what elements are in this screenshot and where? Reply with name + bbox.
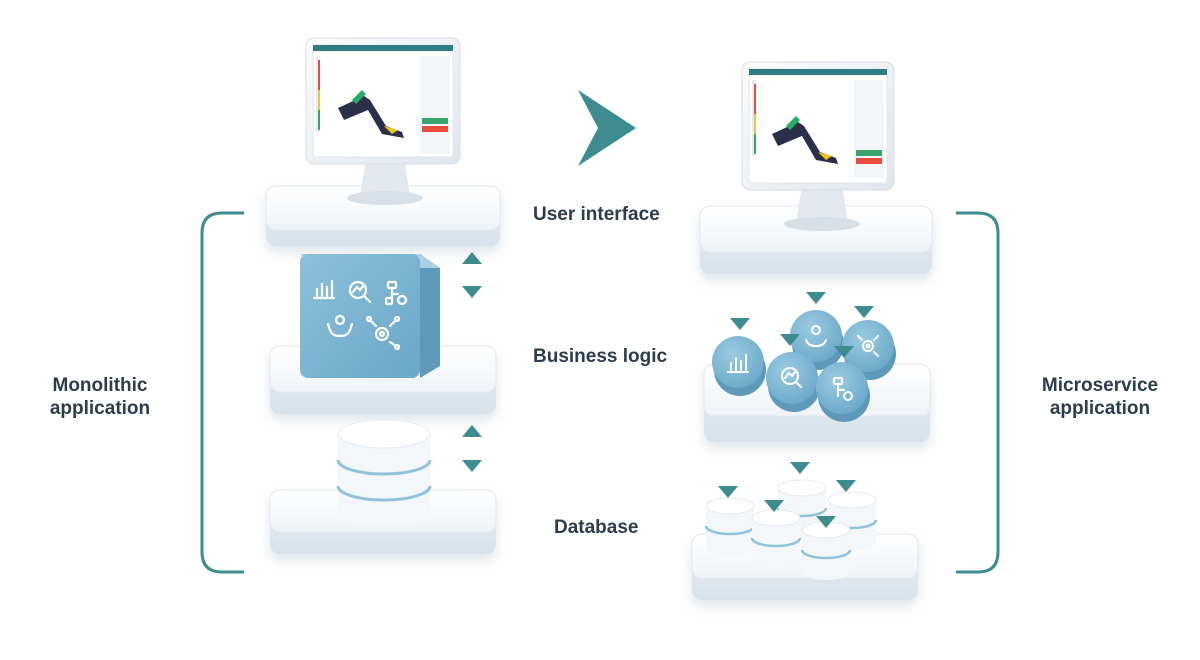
small-database [704,497,756,556]
chevron-down-icon [836,480,856,492]
monolithic-monitor [305,37,461,205]
small-database [800,521,852,580]
monolithic-application-label: Monolithic application [10,374,190,420]
chevron-down-icon [816,516,836,528]
microservice-coins [712,310,896,422]
database-label: Database [554,517,639,538]
monolithic-database [336,419,432,524]
microservice-bracket [956,211,1000,574]
network-gear-icon [857,335,879,357]
microservice-line1: Microservice [1041,375,1159,396]
hand-gear-icon [805,325,827,348]
chevron-up-icon [462,252,482,264]
forward-arrow-icon [578,90,636,166]
microservice-application-label: Microservice application [1010,374,1190,420]
monolithic-ui-platform [265,185,501,246]
small-database [750,509,802,568]
bar-chart-icon [312,279,336,300]
chevron-down-icon [834,346,854,358]
flowchart-gear-icon [384,280,408,306]
microservice-line2: application [1049,398,1151,419]
magnifier-chart-icon [781,367,802,388]
monolithic-bracket [200,211,244,574]
chevron-down-icon [780,334,800,346]
chevron-down-icon [730,318,750,330]
bar-chart-icon [727,354,749,373]
network-gear-icon [365,315,401,351]
flowchart-gear-icon [833,377,853,401]
monolithic-line2: application [49,398,151,419]
magnifier-chart-icon [348,280,372,304]
monolithic-logic-block [300,254,440,378]
hand-gear-icon [326,314,354,338]
monolithic-line1: Monolithic [52,375,148,396]
chevron-down-icon [790,462,810,474]
chevron-down-icon [462,460,482,472]
microservice-databases [704,479,878,580]
chevron-down-icon [764,500,784,512]
chevron-down-icon [718,486,738,498]
chevron-down-icon [854,306,874,318]
chevron-down-icon [806,292,826,304]
chevron-up-icon [462,425,482,437]
business-logic-label: Business logic [533,346,668,367]
microservice-monitor [741,61,895,231]
service-coin [766,352,820,412]
user-interface-label: User interface [533,204,660,225]
chevron-down-icon [462,286,482,298]
